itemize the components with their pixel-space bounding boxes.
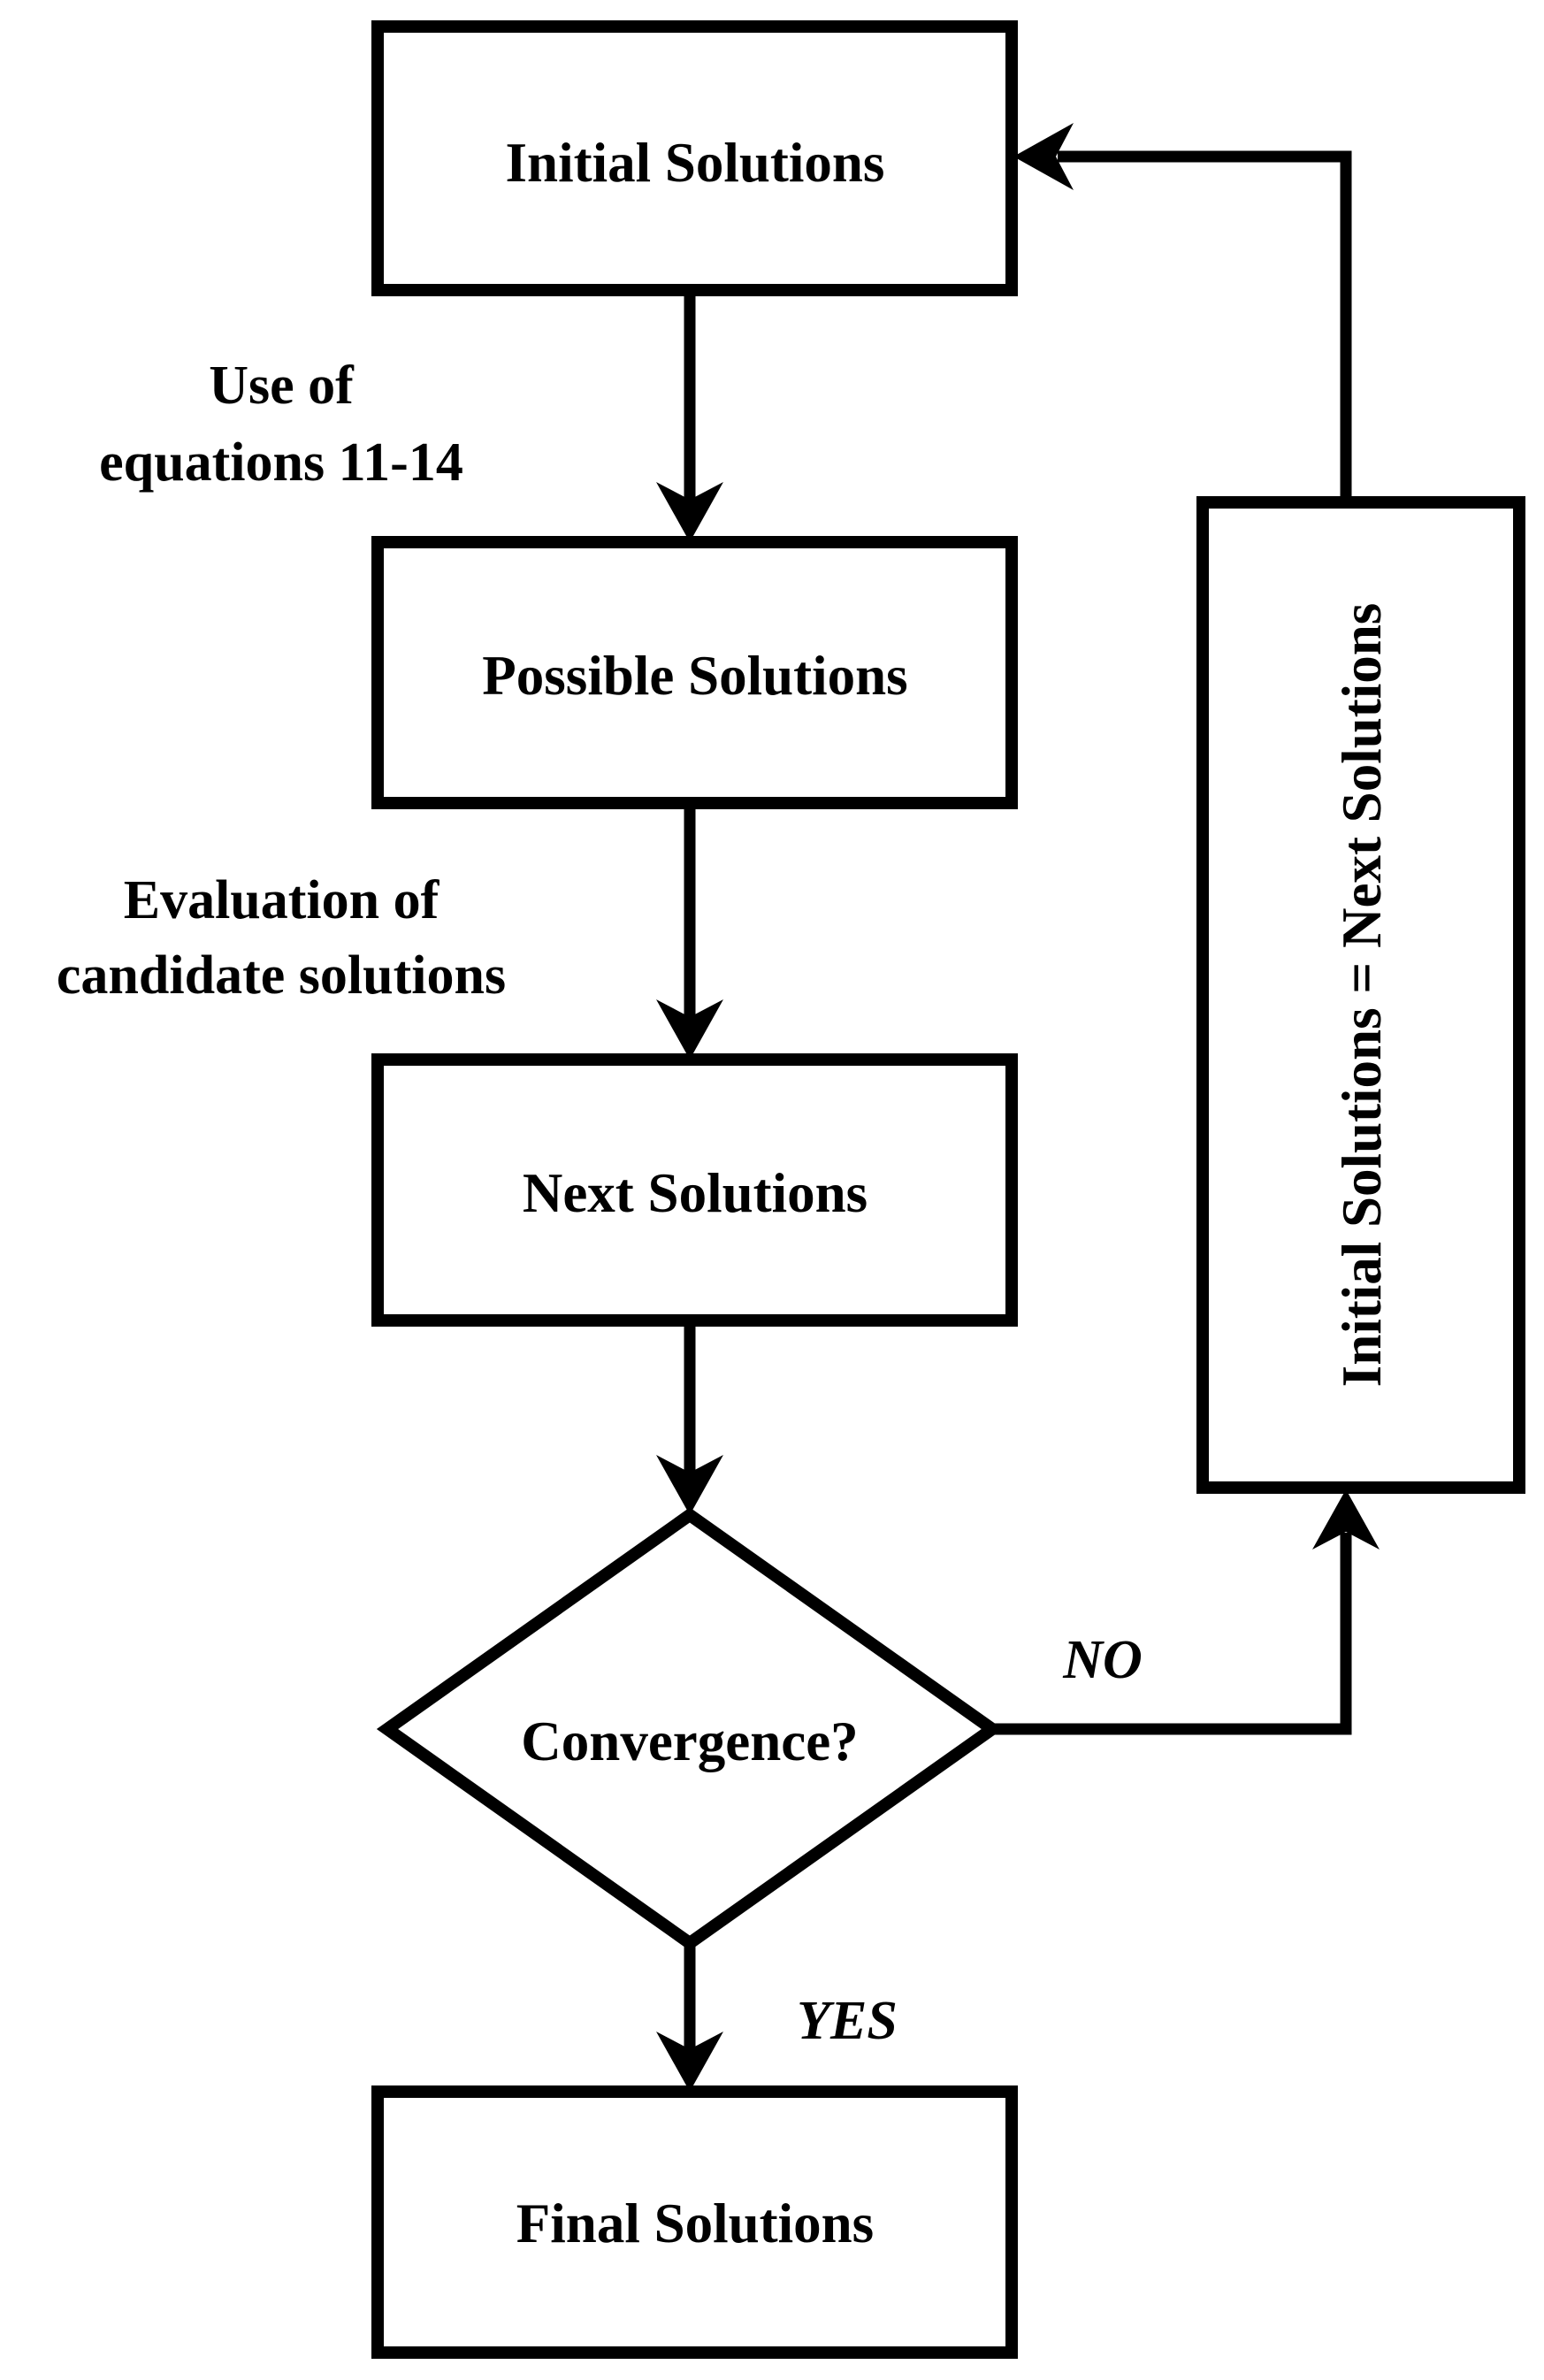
- convergence-label: Convergence?: [521, 1710, 858, 1772]
- edge-decision-to-assign-no: [991, 1533, 1352, 1735]
- use-of-equations-line2: equations 11-14: [99, 432, 463, 493]
- initial-solutions-box: [371, 20, 1018, 296]
- assign-loop-box: [1196, 496, 1525, 1494]
- no-branch-label: NO: [1062, 1630, 1143, 1690]
- use-of-equations-line1: Use of: [209, 356, 355, 416]
- next-solutions-label: Next Solutions: [523, 1162, 868, 1224]
- final-solutions-label: Final Solutions: [516, 2193, 874, 2254]
- possible-solutions-label: Possible Solutions: [482, 645, 907, 707]
- arrowhead-up-into-assign-icon: [1312, 1489, 1380, 1550]
- evaluation-line2: candidate solutions: [57, 945, 506, 1006]
- assign-loop-label: Initial Solutions = Next Solutions: [1331, 603, 1393, 1388]
- arrowhead-down-into-final-icon: [656, 2032, 723, 2092]
- possible-solutions-box: [371, 536, 1018, 809]
- evaluation-line1: Evaluation of: [124, 870, 440, 930]
- initial-solutions-label: Initial Solutions: [506, 132, 885, 194]
- arrowhead-down-into-possible-icon: [656, 482, 723, 542]
- arrowheads: [656, 123, 1380, 2092]
- convergence-decision-diamond: [376, 1507, 1004, 1951]
- arrowhead-left-into-initial-icon: [1013, 123, 1074, 190]
- edges: [684, 150, 1352, 2050]
- edge-assign-to-initial-feedback: [1058, 150, 1352, 502]
- arrowhead-down-into-next-icon: [656, 999, 723, 1060]
- yes-branch-label: YES: [797, 1991, 898, 2051]
- arrowhead-down-into-decision-icon: [656, 1455, 723, 1515]
- final-solutions-box: [371, 2085, 1018, 2359]
- next-solutions-box: [371, 1053, 1018, 1327]
- nodes: [371, 20, 1525, 2359]
